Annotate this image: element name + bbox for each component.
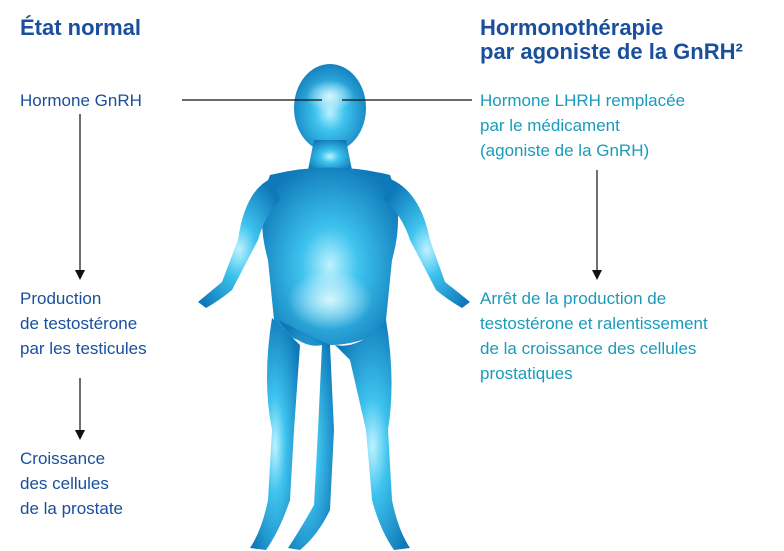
right-step-1: Hormone LHRH remplacée par le médicament… bbox=[480, 88, 685, 163]
right-heading: Hormonothérapie par agoniste de la GnRH² bbox=[480, 16, 743, 64]
left-step-1: Hormone GnRH bbox=[20, 88, 142, 113]
arrowhead-right-1 bbox=[592, 270, 602, 280]
human-body-figure bbox=[198, 64, 470, 550]
left-step-3: Croissance des cellules de la prostate bbox=[20, 446, 123, 521]
arrowhead-left-1 bbox=[75, 270, 85, 280]
right-step-2: Arrêt de la production de testostérone e… bbox=[480, 286, 708, 386]
arrowhead-left-2 bbox=[75, 430, 85, 440]
left-step-2: Production de testostérone par les testi… bbox=[20, 286, 147, 361]
left-heading: État normal bbox=[20, 16, 141, 40]
